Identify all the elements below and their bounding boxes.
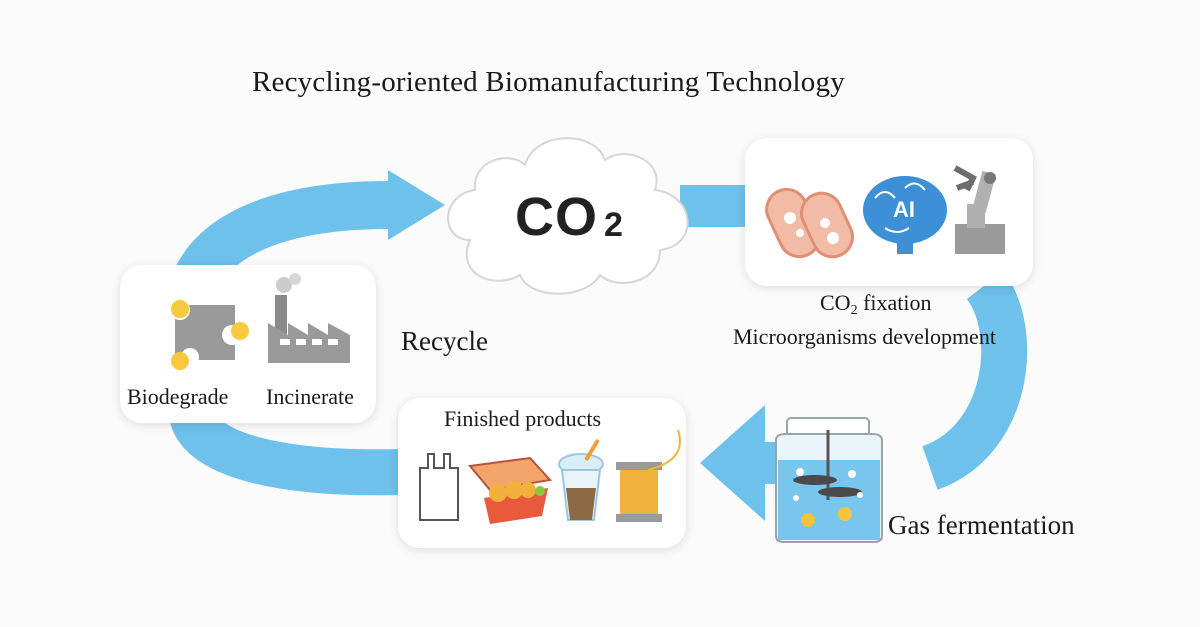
- plastic-bag-icon: [419, 453, 459, 521]
- co2-label: CO: [515, 187, 598, 247]
- food-box-icon: [468, 456, 552, 524]
- diagram-title: Recycling-oriented Biomanufacturing Tech…: [252, 66, 845, 98]
- biodegrade-label: Biodegrade: [127, 384, 229, 409]
- cup-with-straw-icon: [558, 438, 604, 521]
- fixation-label-line1: CO2 fixation: [820, 290, 932, 318]
- fermentation-label: Gas fermentation: [888, 510, 1075, 540]
- fixation-label-line2: Microorganisms development: [733, 324, 996, 349]
- arrow-fixation-to-fermentation: [921, 270, 1028, 490]
- ai-badge: AI: [893, 197, 915, 222]
- microbe-eating-icon: [170, 300, 249, 370]
- end-of-life-card: [120, 265, 376, 423]
- arrow-products-to-recycle: [169, 408, 401, 496]
- incinerate-label: Incinerate: [266, 384, 354, 409]
- arrow-head-to-products: [700, 405, 765, 521]
- arrow-head-to-co2: [388, 170, 445, 240]
- thread-spool-icon: [616, 429, 681, 522]
- brain-icon: AI: [863, 176, 947, 254]
- products-label: Finished products: [444, 406, 602, 431]
- co2-subscript: 2: [604, 206, 623, 244]
- bacteria-icon: [765, 187, 854, 259]
- fixation-card: AI: [745, 138, 1033, 286]
- robot-arm-icon: [953, 165, 1005, 254]
- products-card: [398, 398, 686, 548]
- factory-icon: [268, 273, 350, 363]
- recycle-label: Recycle: [401, 326, 488, 356]
